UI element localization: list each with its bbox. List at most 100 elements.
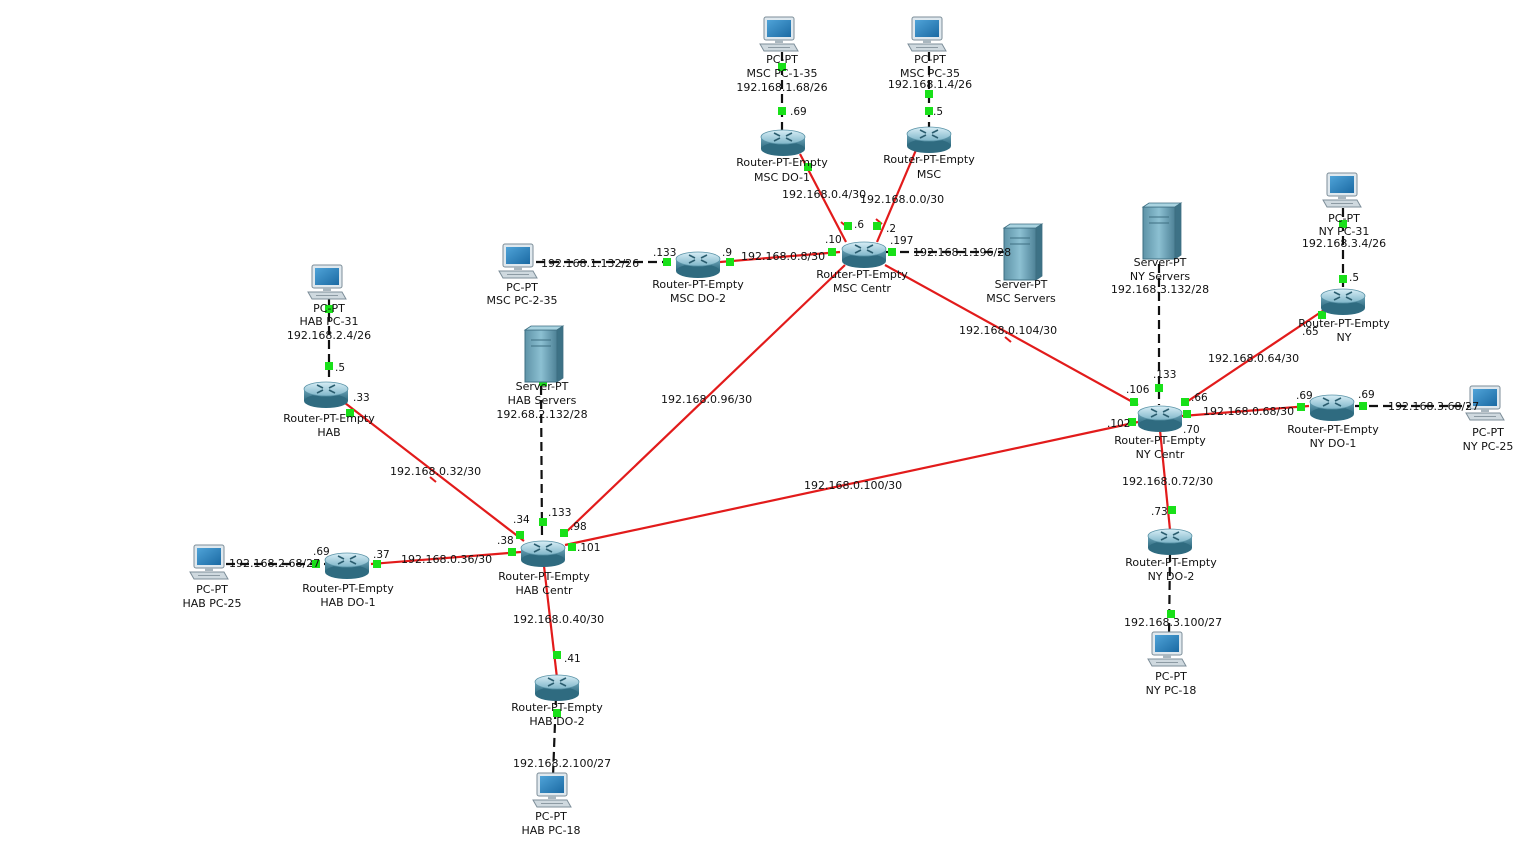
link-port-indicator [828, 248, 836, 256]
link-hab-servers-centr[interactable] [539, 385, 544, 538]
ny-servers-name: NY Servers [1130, 270, 1191, 283]
ny-pc31-name: NY PC-31 [1319, 225, 1370, 238]
port-label: .106 [1126, 384, 1150, 396]
link-msc-ny[interactable] [884, 264, 1139, 406]
link-msc-hab[interactable] [562, 264, 846, 536]
ny-do1-router-icon[interactable] [1309, 394, 1355, 422]
port-label: .37 [373, 549, 390, 561]
net-label-hab-centr: 192.168.0.32/30 [390, 465, 481, 478]
ny-centr-router-icon[interactable] [1137, 405, 1183, 433]
hab-type: Router-PT-Empty [283, 412, 375, 425]
ny-pc31-icon[interactable] [1322, 172, 1362, 208]
serial-clock-mark [429, 476, 437, 483]
link-hab-do1-centr[interactable] [370, 550, 522, 566]
link-port-indicator [1168, 506, 1176, 514]
hab-name: HAB [317, 426, 340, 439]
hab-servers-icon[interactable] [524, 325, 564, 383]
hab-servers-net: 192.68.2.132/28 [496, 408, 587, 421]
msc-centr-router-icon[interactable] [841, 241, 887, 269]
msc-type: Router-PT-Empty [883, 153, 975, 166]
msc-pc135-icon[interactable] [759, 16, 799, 52]
ny-do2-router-icon[interactable] [1147, 528, 1193, 556]
link-port-indicator [312, 560, 320, 568]
ny-router-icon[interactable] [1320, 288, 1366, 316]
hab-servers-name: HAB Servers [508, 394, 577, 407]
net-label-msc-ny: 192.168.0.104/30 [959, 324, 1057, 337]
link-hab-do2-centr[interactable] [542, 565, 559, 679]
link-ny-centr[interactable] [1181, 309, 1325, 406]
link-port-indicator [553, 709, 561, 717]
msc-pc135-net: 192.168.1.68/26 [736, 81, 827, 94]
msc-do1-router-icon[interactable] [760, 129, 806, 157]
hab-pc25-icon[interactable] [189, 544, 229, 580]
port-label: .34 [513, 514, 530, 526]
port-label: .69 [1296, 390, 1313, 402]
link-port-indicator [568, 543, 576, 551]
msc-pc235-icon[interactable] [498, 243, 538, 279]
link-port-indicator [373, 560, 381, 568]
ny-do1-name: NY DO-1 [1310, 437, 1357, 450]
link-ny-do1-centr[interactable] [1181, 404, 1310, 418]
net-label-ny-pc18: 192.168.3.100/27 [1124, 616, 1222, 629]
hab-pc31-type: PC-PT [313, 302, 345, 315]
hab-servers-type: Server-PT [516, 380, 569, 393]
msc-do2-router-icon[interactable] [675, 251, 721, 279]
link-port-indicator [1359, 402, 1367, 410]
port-label: .102 [1107, 418, 1130, 430]
net-label-hab-pc18: 192.168.2.100/27 [513, 757, 611, 770]
hab-pc31-net: 192.168.2.4/26 [287, 329, 371, 342]
port-label: .65 [1302, 326, 1319, 338]
msc-pc135-type: PC-PT [766, 53, 798, 66]
hab-pc18-name: HAB PC-18 [521, 824, 580, 837]
link-hab-centr[interactable] [344, 402, 525, 542]
hab-do1-router-icon[interactable] [324, 552, 370, 580]
msc-router-icon[interactable] [906, 126, 952, 154]
port-label: .69 [313, 546, 330, 558]
port-label: .70 [1183, 424, 1200, 436]
ny-pc18-name: NY PC-18 [1146, 684, 1197, 697]
link-hab-ny[interactable] [564, 420, 1139, 547]
port-label: .133 [653, 247, 676, 259]
hab-pc18-icon[interactable] [532, 772, 572, 808]
net-label-msc-centr: 192.168.0.0/30 [860, 193, 944, 206]
net-label-msc-do1-centr: 192.168.0.4/30 [782, 188, 866, 201]
port-label: .33 [353, 392, 370, 404]
link-port-indicator [553, 651, 561, 659]
net-label-ny-do1-centr: 192.168.0.68/30 [1203, 405, 1294, 418]
hab-router-icon[interactable] [303, 381, 349, 409]
link-port-indicator [888, 248, 896, 256]
hab-pc31-name: HAB PC-31 [299, 315, 358, 328]
link-port-indicator [873, 222, 881, 230]
ny-servers-icon[interactable] [1142, 202, 1182, 260]
msc-pc35-name: MSC PC-35 [900, 67, 960, 80]
link-port-indicator [1183, 410, 1191, 418]
ny-do2-type: Router-PT-Empty [1125, 556, 1217, 569]
link-port-indicator [508, 548, 516, 556]
net-label-hab-pc25: 192.168.2.68/27 [229, 557, 320, 570]
port-label: .2 [886, 223, 896, 235]
port-label: .197 [890, 235, 913, 247]
ny-name: NY [1337, 331, 1352, 344]
hab-do2-type: Router-PT-Empty [511, 701, 603, 714]
ny-pc25-type: PC-PT [1472, 426, 1504, 439]
link-msc-msc-centr[interactable] [875, 149, 918, 243]
hab-centr-name: HAB Centr [515, 584, 573, 597]
net-label-ny-do2-centr: 192.168.0.72/30 [1122, 475, 1213, 488]
port-label: .69 [790, 106, 807, 118]
net-label-msc-hab: 192.168.0.96/30 [661, 393, 752, 406]
port-label: .5 [933, 106, 943, 118]
port-label: .9 [722, 247, 732, 259]
hab-pc25-name: HAB PC-25 [182, 597, 241, 610]
hab-centr-router-icon[interactable] [520, 540, 566, 568]
port-label: .5 [1349, 272, 1359, 284]
msc-pc35-type: PC-PT [914, 53, 946, 66]
msc-pc35-icon[interactable] [907, 16, 947, 52]
link-msc-do2-centr[interactable] [719, 250, 841, 264]
net-label-msc-pc2: 192.168.1.132/26 [541, 257, 639, 270]
hab-pc31-icon[interactable] [307, 264, 347, 300]
ny-pc18-icon[interactable] [1147, 631, 1187, 667]
hab-do2-router-icon[interactable] [534, 674, 580, 702]
link-port-indicator [778, 63, 786, 71]
port-label: .6 [854, 219, 864, 231]
